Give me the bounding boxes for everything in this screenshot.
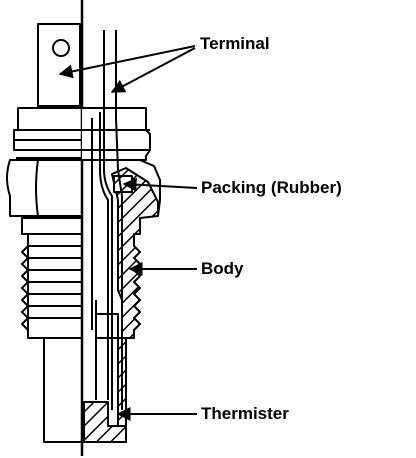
terminal-leader-2 [110,47,196,93]
terminal-leader-1 [58,45,196,79]
packing-label: Packing (Rubber) [201,178,342,197]
terminal-label: Terminal [200,34,270,53]
sensor-exterior-half [6,23,83,443]
packing-leader [122,177,198,192]
sensor-section-half [82,30,161,443]
body-label: Body [201,259,244,278]
thermister-label: Thermister [201,404,289,423]
